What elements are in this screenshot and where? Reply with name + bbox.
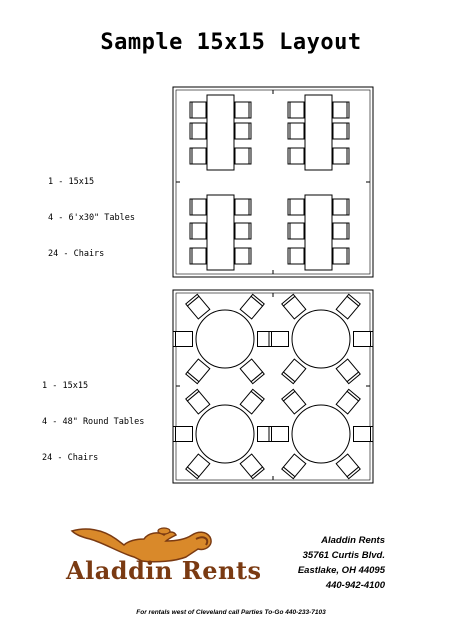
chair	[332, 101, 348, 119]
contact-block: Aladdin Rents 35761 Curtis Blvd. Eastlak…	[255, 533, 385, 593]
chair	[234, 222, 250, 240]
footer-note: For rentals west of Cleveland call Parti…	[136, 609, 326, 616]
rect-table	[304, 194, 333, 271]
chair	[172, 426, 193, 442]
chair	[185, 293, 211, 320]
round-table	[195, 309, 255, 369]
rect-table-group	[287, 94, 350, 171]
spec-chairs: 24 - Chairs	[42, 453, 99, 463]
genie-lamp-icon	[70, 527, 212, 563]
contact-address: 35761 Curtis Blvd.	[302, 550, 385, 561]
chair	[234, 247, 250, 265]
chair	[289, 147, 305, 165]
chair	[335, 358, 361, 385]
chair	[234, 198, 250, 216]
round-table-group	[268, 293, 374, 385]
chair	[289, 222, 305, 240]
chair	[191, 198, 207, 216]
spec-tent: 1 - 15x15	[42, 381, 89, 391]
chair	[239, 453, 265, 480]
chair	[335, 293, 361, 320]
chair	[281, 388, 307, 415]
chair	[289, 122, 305, 140]
chair	[191, 222, 207, 240]
rect-table-group	[189, 194, 252, 271]
chair	[289, 198, 305, 216]
chair	[332, 222, 348, 240]
chair	[289, 247, 305, 265]
chair	[332, 247, 348, 265]
chair	[239, 293, 265, 320]
spec-chairs: 24 - Chairs	[48, 249, 105, 259]
chair	[172, 331, 193, 347]
rect-table-group	[287, 194, 350, 271]
tent-round-layout	[172, 289, 374, 484]
round-table	[195, 404, 255, 464]
chair	[234, 122, 250, 140]
chair	[289, 101, 305, 119]
layout-2-specs: 1 - 15x15 4 - 48" Round Tables 24 - Chai…	[42, 356, 144, 476]
chair	[281, 453, 307, 480]
chair	[353, 426, 374, 442]
layout-1-specs: 1 - 15x15 4 - 6'x30" Tables 24 - Chairs	[48, 152, 135, 272]
contact-phone: 440-942-4100	[325, 580, 385, 591]
round-table-group	[172, 388, 278, 480]
spec-tables: 4 - 48" Round Tables	[42, 417, 145, 427]
chair	[185, 453, 211, 480]
chair	[185, 388, 211, 415]
chair	[191, 147, 207, 165]
chair	[191, 122, 207, 140]
chair	[239, 388, 265, 415]
tent-rect-layout	[172, 86, 374, 278]
contact-company: Aladdin Rents	[321, 535, 385, 546]
chair	[281, 293, 307, 320]
contact-city: Eastlake, OH 44095	[297, 565, 385, 576]
round-table	[291, 309, 351, 369]
chair	[185, 358, 211, 385]
chair	[234, 101, 250, 119]
chair	[353, 331, 374, 347]
rect-table	[304, 94, 333, 171]
chair	[239, 358, 265, 385]
spec-tables: 4 - 6'x30" Tables	[48, 213, 135, 223]
chair	[332, 198, 348, 216]
spec-tent: 1 - 15x15	[48, 177, 95, 187]
rect-table	[206, 194, 235, 271]
chair	[335, 453, 361, 480]
chair	[268, 331, 289, 347]
round-table-group	[268, 388, 374, 480]
logo-wordmark: Aladdin Rents	[66, 556, 262, 585]
chair	[191, 247, 207, 265]
rect-table	[206, 94, 235, 171]
chair	[332, 122, 348, 140]
rect-table-group	[189, 94, 252, 171]
chair	[335, 388, 361, 415]
chair	[332, 147, 348, 165]
chair	[191, 101, 207, 119]
chair	[234, 147, 250, 165]
chair	[281, 358, 307, 385]
round-table	[291, 404, 351, 464]
page-title: Sample 15x15 Layout	[100, 30, 362, 55]
chair	[268, 426, 289, 442]
